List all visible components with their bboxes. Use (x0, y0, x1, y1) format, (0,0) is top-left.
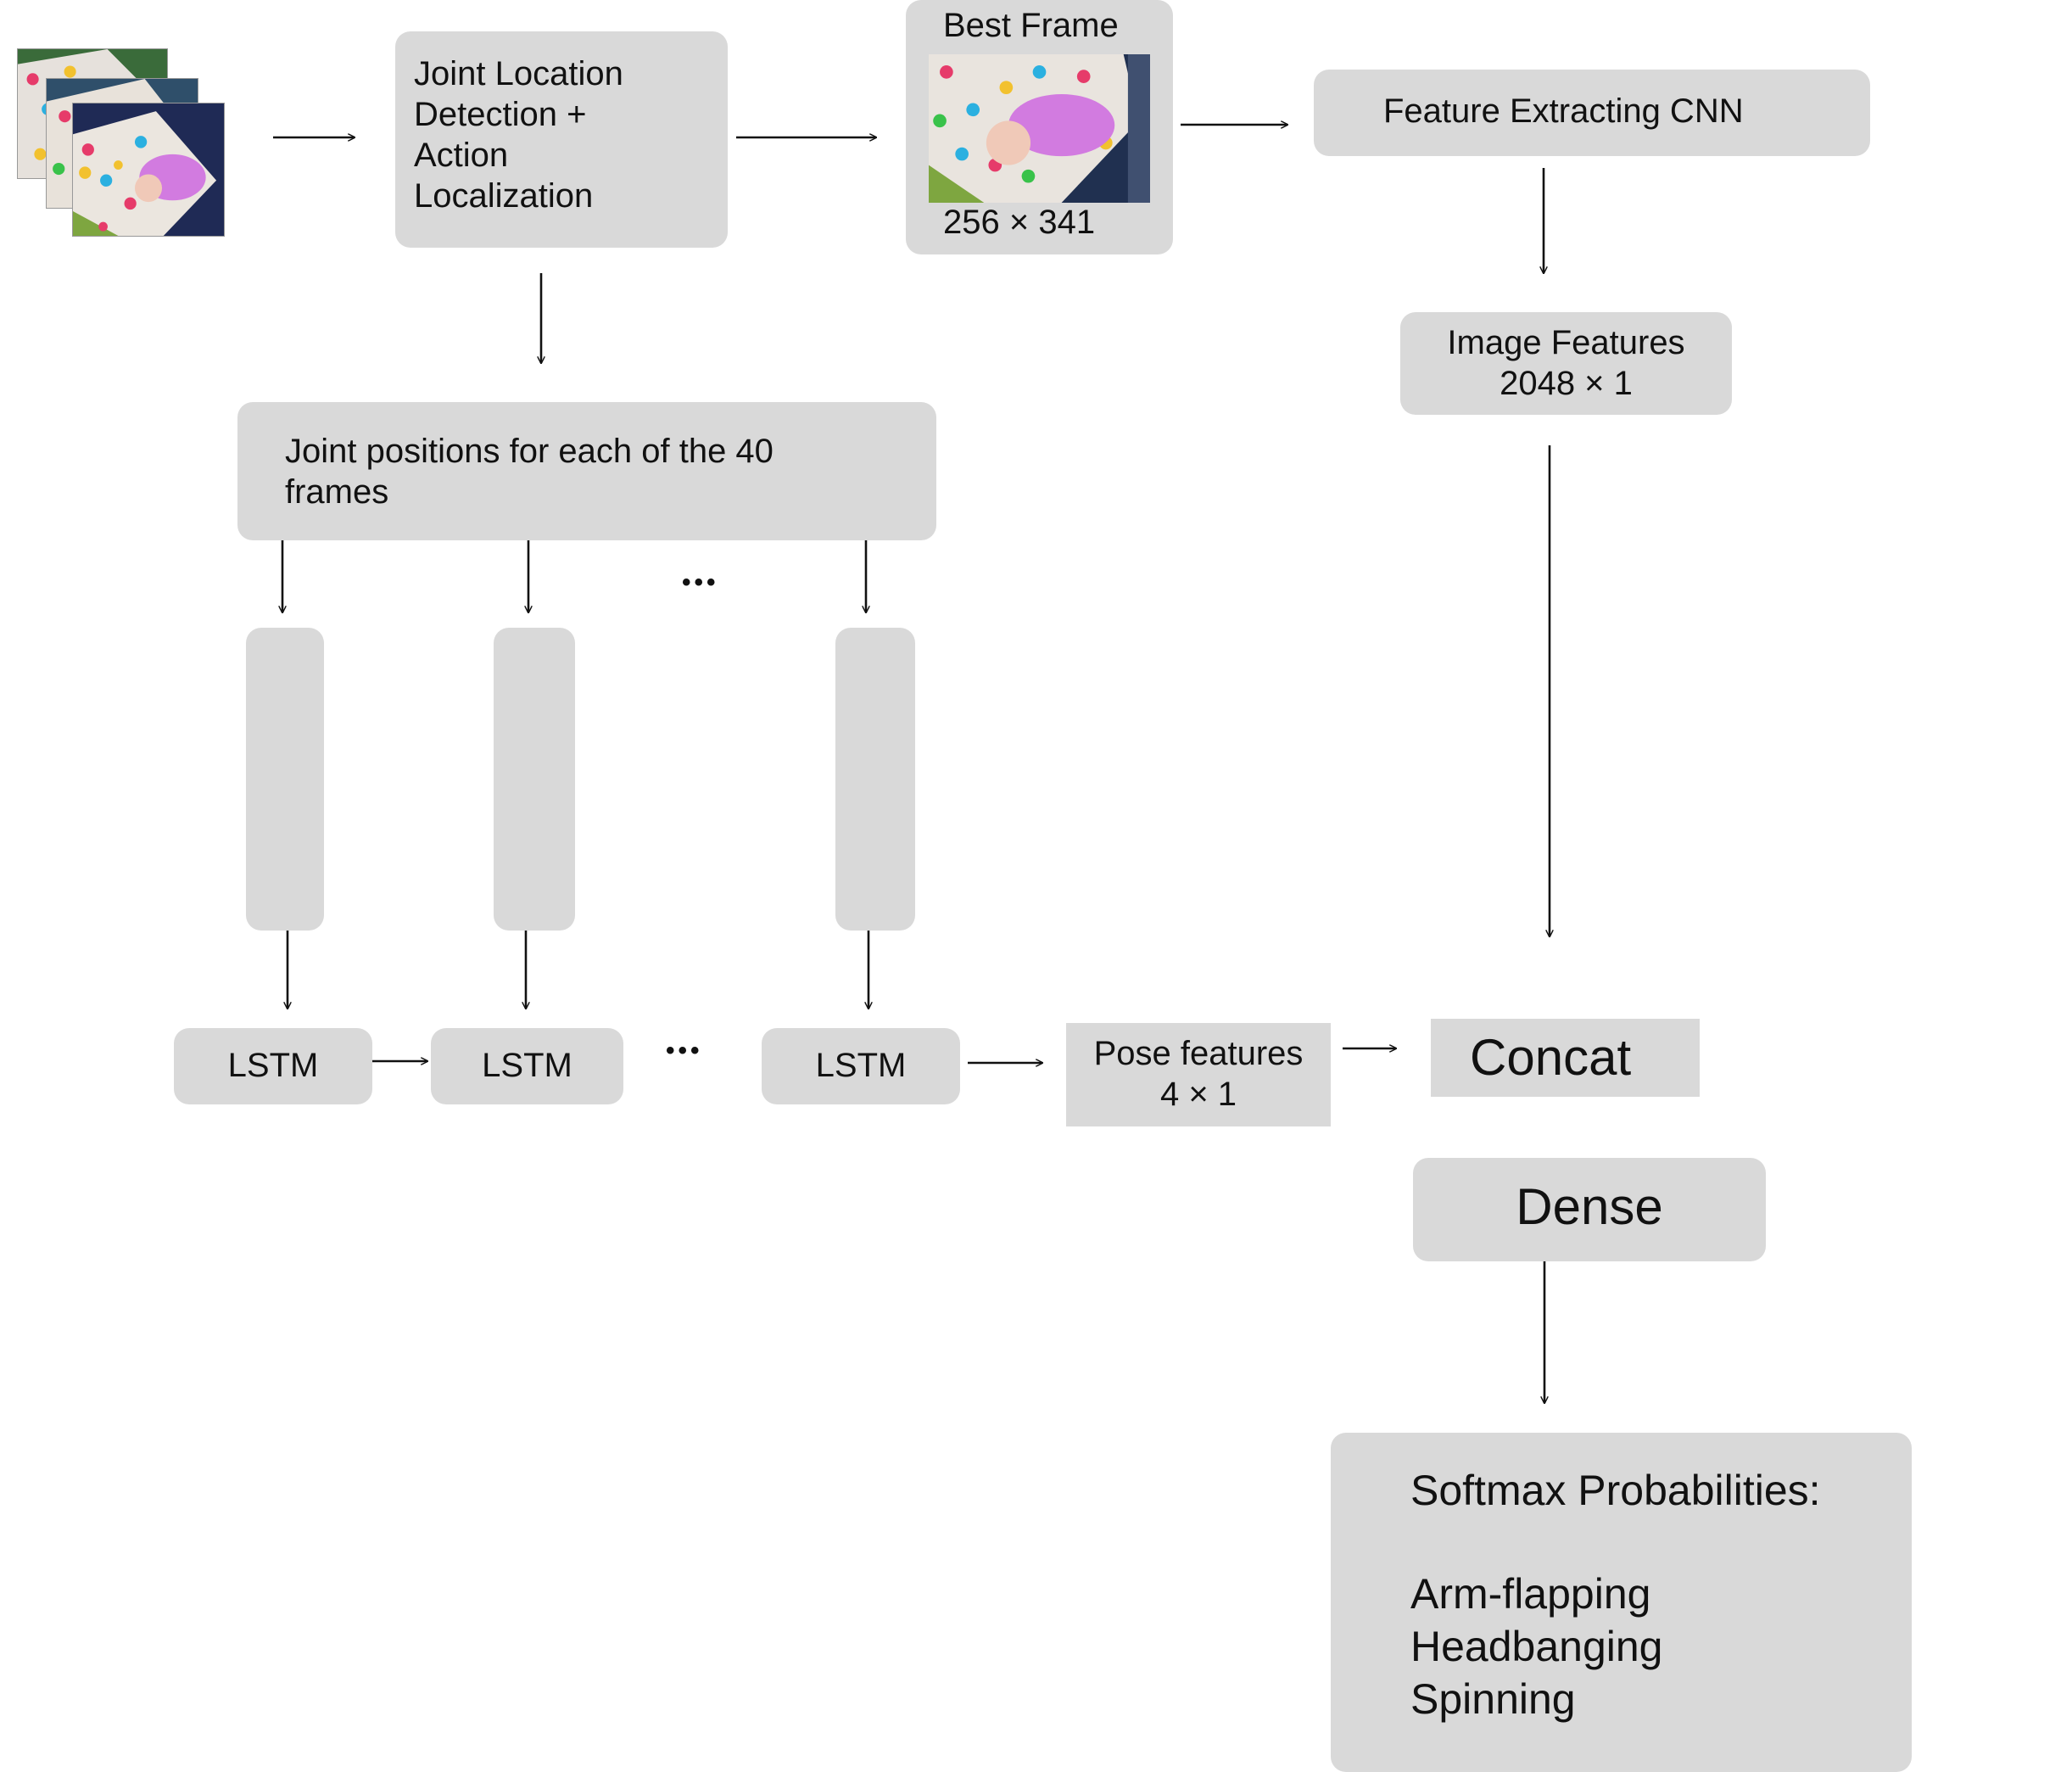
ellipsis-columns: ••• (682, 568, 719, 596)
lstm-box-2: LSTM (431, 1028, 623, 1104)
softmax-class-2: Headbanging (1410, 1623, 1663, 1670)
best-frame-box: Best Frame 256 × 341 (906, 0, 1173, 254)
concat-label: Concat (1470, 1029, 1632, 1086)
lstm-label-2: LSTM (482, 1047, 572, 1084)
pose-column-2 (494, 628, 575, 931)
pose-column-3 (835, 628, 915, 931)
joint-detection-box: Joint Location Detection + Action Locali… (395, 31, 728, 248)
best-frame-title: Best Frame (943, 7, 1119, 44)
joint-positions-box: Joint positions for each of the 40 frame… (237, 402, 936, 540)
lstm-label-3: LSTM (815, 1047, 907, 1084)
best-frame-size: 256 × 341 (943, 204, 1096, 241)
dense-box: Dense (1413, 1158, 1766, 1261)
joint-positions-label: Joint positions for each of the 40 frame… (285, 433, 774, 511)
pose-column-1 (246, 628, 324, 931)
pose-features-box: Pose features 4 × 1 (1066, 1023, 1331, 1126)
ellipsis-lstm: ••• (666, 1037, 703, 1065)
image-features-label: Image Features 2048 × 1 (1447, 324, 1685, 402)
softmax-class-1: Arm-flapping (1410, 1570, 1651, 1618)
softmax-box: Softmax Probabilities: Arm-flapping Head… (1331, 1433, 1912, 1772)
joint-detection-label: Joint Location Detection + Action Locali… (414, 55, 623, 215)
feature-cnn-box: Feature Extracting CNN (1314, 70, 1870, 156)
dense-label: Dense (1516, 1178, 1663, 1235)
best-frame-image (929, 54, 1150, 203)
pose-features-label: Pose features 4 × 1 (1093, 1035, 1304, 1113)
input-frame-3 (72, 103, 225, 237)
feature-cnn-label: Feature Extracting CNN (1383, 92, 1744, 130)
softmax-title: Softmax Probabilities: (1410, 1467, 1821, 1514)
lstm-label-1: LSTM (227, 1047, 319, 1084)
image-features-box: Image Features 2048 × 1 (1400, 312, 1732, 415)
softmax-class-3: Spinning (1410, 1675, 1576, 1723)
lstm-box-1: LSTM (174, 1028, 372, 1104)
lstm-box-3: LSTM (762, 1028, 960, 1104)
concat-box: Concat (1431, 1019, 1700, 1097)
